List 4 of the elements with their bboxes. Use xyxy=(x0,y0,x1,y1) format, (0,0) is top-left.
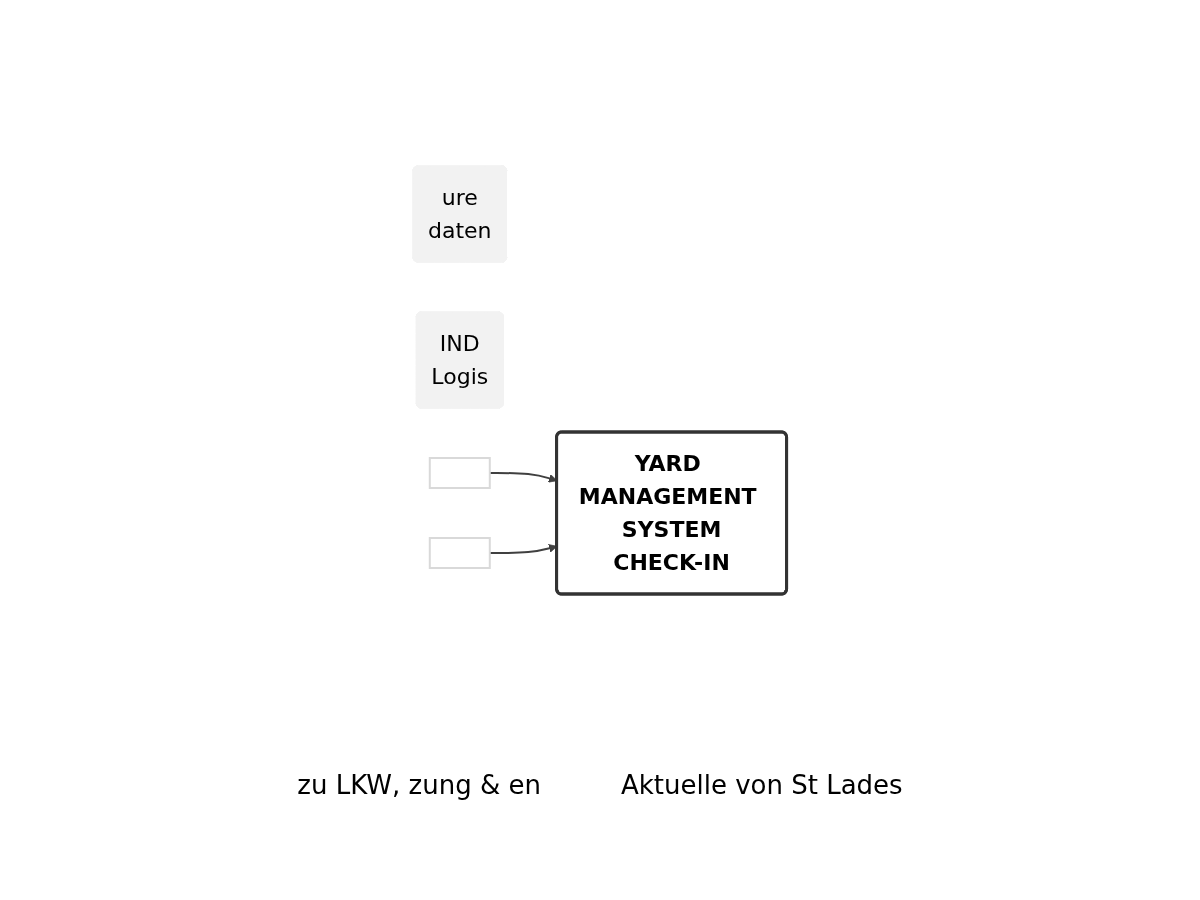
node-box xyxy=(429,537,491,569)
description-text: zu LKW, zung & en xyxy=(297,770,541,800)
description-text: Aktuelle von St Lades xyxy=(620,770,903,800)
node-box xyxy=(429,457,491,489)
